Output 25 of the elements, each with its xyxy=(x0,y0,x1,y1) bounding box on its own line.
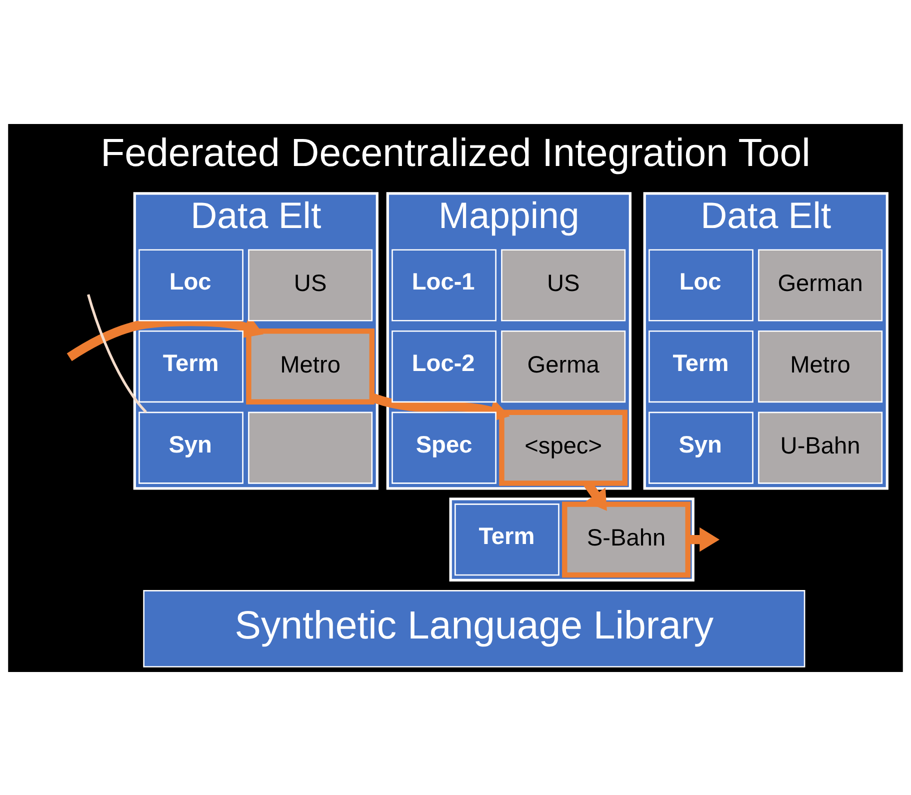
node-box: Term xyxy=(454,503,560,576)
node-box: S-Bahn xyxy=(562,501,690,578)
node-box: Term xyxy=(138,330,244,402)
diagram-title: Federated Decentralized Integration Tool xyxy=(100,130,810,174)
arrow xyxy=(584,480,607,510)
node-box: Loc-1 xyxy=(392,248,496,321)
node-box: U-Bahn xyxy=(758,411,883,484)
node-box: Synthetic Language Library xyxy=(143,590,806,667)
node-box: Loc xyxy=(648,248,754,321)
node-box: Syn xyxy=(648,411,754,484)
node-box: Germa xyxy=(501,330,626,402)
node-box: Spec xyxy=(392,411,496,484)
node-box: Loc-2 xyxy=(392,330,496,402)
node-box: <spec> xyxy=(499,409,628,486)
node-box: German xyxy=(758,248,883,321)
node-box: Syn xyxy=(138,411,244,484)
cluster xyxy=(449,497,694,582)
node-box xyxy=(248,411,373,484)
node-box: Loc xyxy=(138,248,244,321)
node-box: US xyxy=(501,248,626,321)
node-box: US xyxy=(248,248,373,321)
node-box: Metro xyxy=(246,328,375,404)
node-box: Term xyxy=(648,330,754,402)
node-box: Metro xyxy=(758,330,883,402)
arrow xyxy=(688,526,720,552)
